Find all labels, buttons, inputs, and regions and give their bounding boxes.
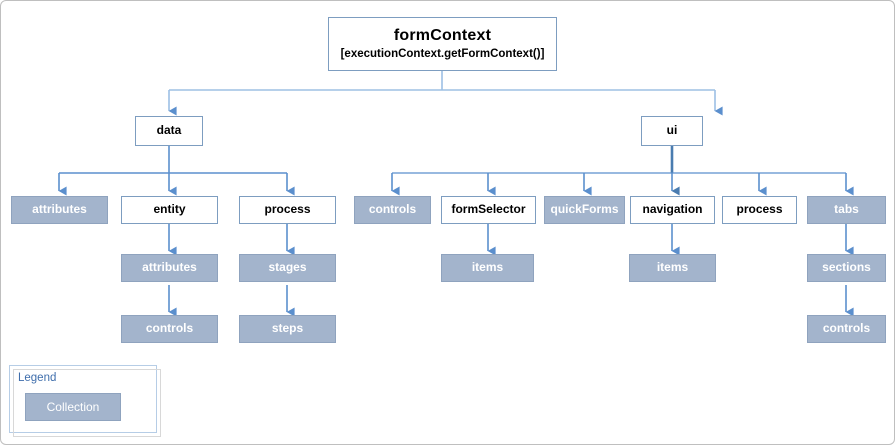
node-process-steps-label: steps [271,321,304,336]
node-ui-formselector-label: formSelector [451,202,526,217]
legend-swatch-label: Collection [46,400,100,414]
node-tabs-controls-label: controls [822,321,871,336]
node-data-attributes[interactable]: attributes [11,196,108,224]
legend-swatch-collection: Collection [25,393,121,421]
node-tabs-sections-label: sections [822,260,871,275]
node-entity-controls-label: controls [145,321,194,336]
node-navigation-items[interactable]: items [629,254,716,282]
node-tabs-controls[interactable]: controls [807,315,886,343]
node-process-stages-label: stages [268,260,307,275]
node-ui-navigation[interactable]: navigation [630,196,715,224]
node-formselector-items-label: items [471,260,504,275]
legend-shadow [13,369,161,437]
node-data-entity[interactable]: entity [121,196,218,224]
node-formselector-items[interactable]: items [441,254,534,282]
node-data-entity-label: entity [153,202,186,217]
node-data-process[interactable]: process [239,196,336,224]
node-process-stages[interactable]: stages [239,254,336,282]
node-ui-process-label: process [736,202,783,217]
node-formcontext[interactable]: formContext [executionContext.getFormCon… [328,17,557,71]
node-entity-controls[interactable]: controls [121,315,218,343]
node-ui-tabs-label: tabs [834,202,859,217]
node-formcontext-title: formContext [393,26,492,44]
node-ui-navigation-label: navigation [642,202,703,217]
node-data-attributes-label: attributes [32,202,87,217]
node-entity-attributes-label: attributes [142,260,197,275]
node-data-process-label: process [264,202,311,217]
node-data[interactable]: data [135,116,203,146]
node-ui-label: ui [666,123,678,138]
node-ui-quickforms-label: quickForms [550,202,619,217]
legend-title: Legend [18,372,57,384]
node-ui-formselector[interactable]: formSelector [441,196,536,224]
node-ui-controls-label: controls [368,202,417,217]
legend-panel: Legend Collection [9,365,161,437]
node-data-label: data [156,123,182,138]
node-ui[interactable]: ui [641,116,703,146]
node-ui-controls[interactable]: controls [354,196,431,224]
node-ui-quickforms[interactable]: quickForms [544,196,625,224]
node-ui-tabs[interactable]: tabs [807,196,886,224]
node-ui-process[interactable]: process [722,196,797,224]
node-entity-attributes[interactable]: attributes [121,254,218,282]
node-tabs-sections[interactable]: sections [807,254,886,282]
node-process-steps[interactable]: steps [239,315,336,343]
node-navigation-items-label: items [656,260,689,275]
node-formcontext-subtitle: [executionContext.getFormContext()] [340,48,545,61]
